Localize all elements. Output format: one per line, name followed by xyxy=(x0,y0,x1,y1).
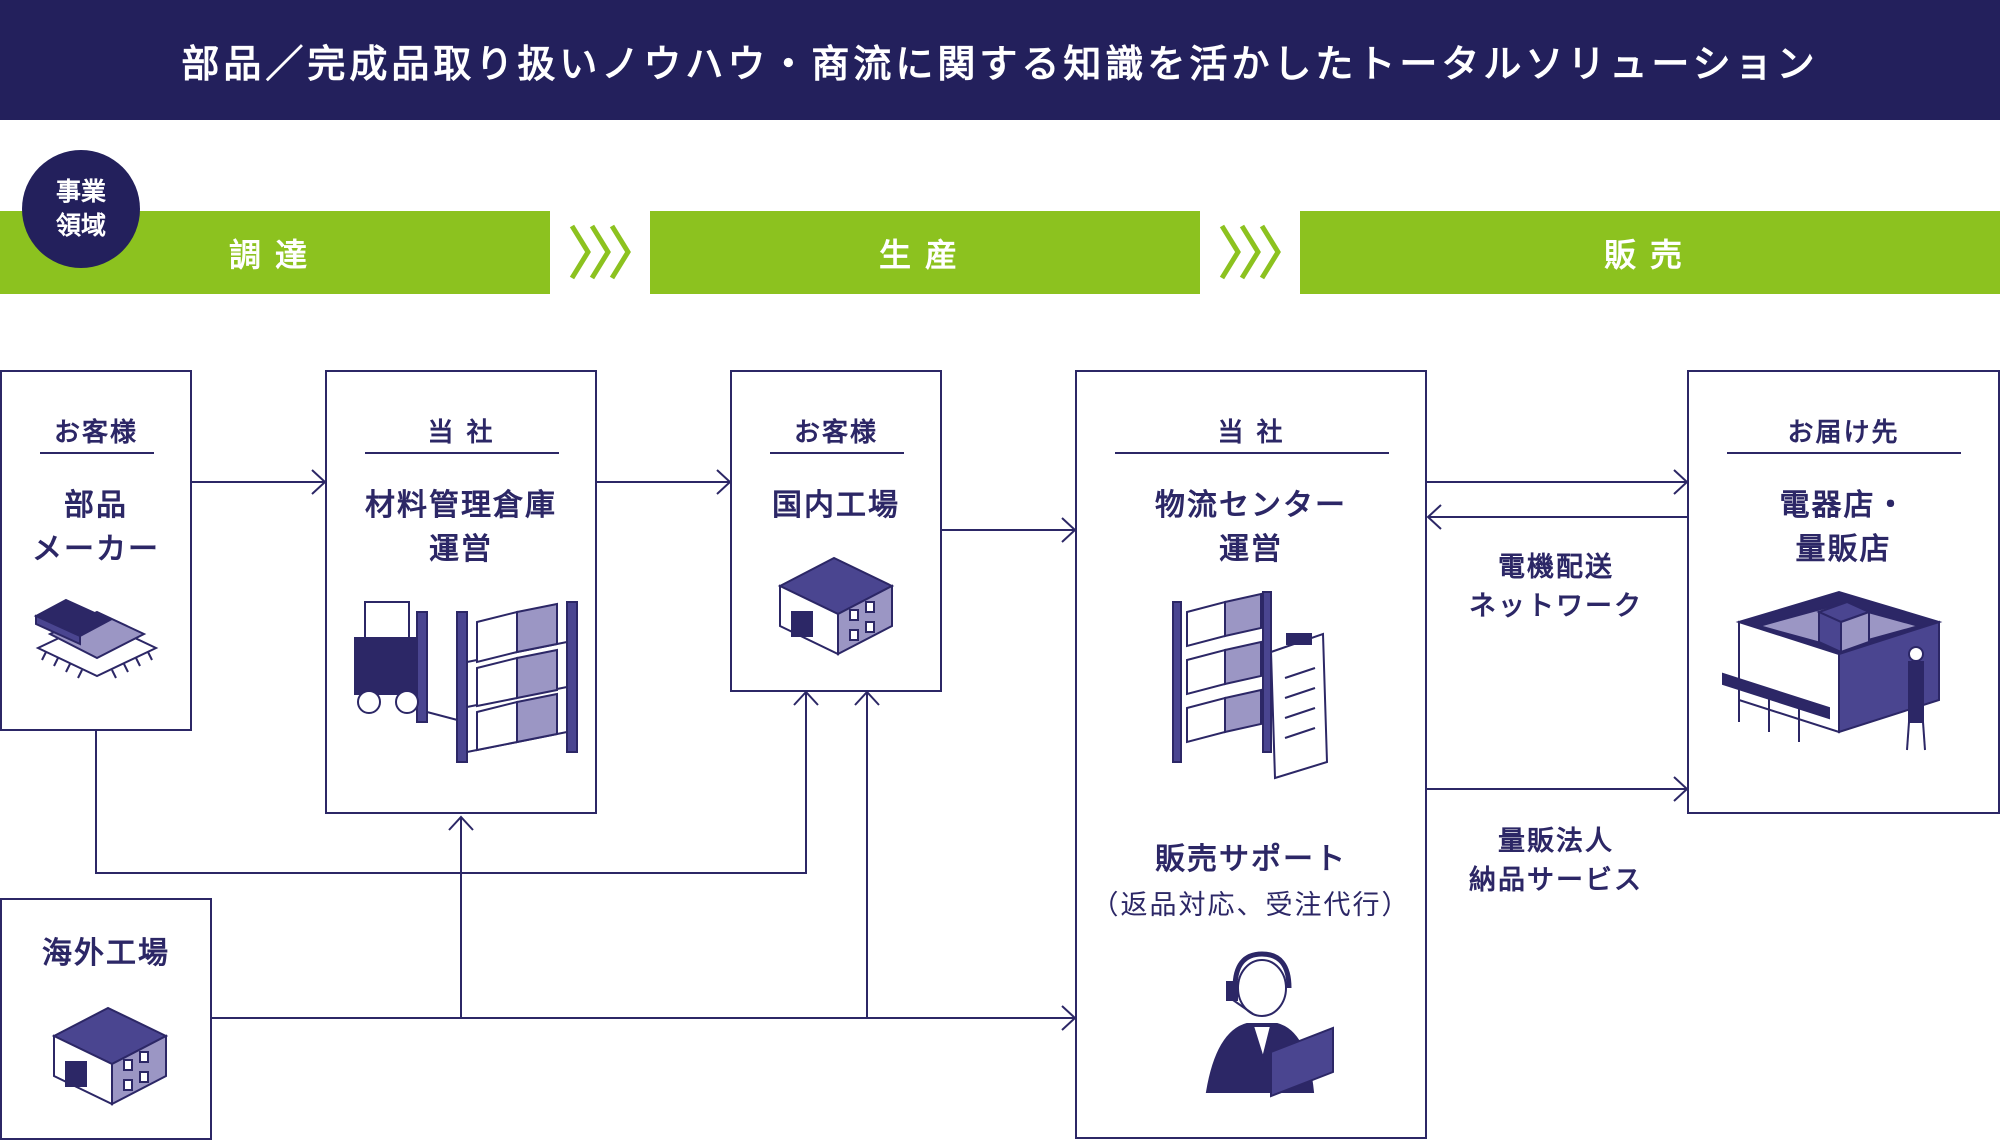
node-logistics-center: 当 社 物流センター 運営 販売サポート （返品対応、受注代行） xyxy=(1075,370,1427,1139)
chevron-right-icon xyxy=(1219,224,1281,280)
node-title: 販売サポート xyxy=(1155,842,1347,877)
divider xyxy=(1727,452,1961,454)
warehouse-shelf-clipboard-icon xyxy=(1172,591,1329,780)
chevron-right-icon xyxy=(569,224,631,280)
node-title: 部品 メーカー xyxy=(32,488,160,567)
factory-icon xyxy=(777,556,895,656)
node-destination-stores: お届け先 電器店・ 量販店 xyxy=(1687,370,2000,814)
factory-icon xyxy=(51,1006,169,1106)
badge-tail xyxy=(108,246,124,260)
divider xyxy=(770,452,904,454)
node-material-warehouse: 当 社 材料管理倉庫 運営 xyxy=(325,370,597,814)
node-title: 物流センター 運営 xyxy=(1155,488,1347,567)
node-owner-label: 当 社 xyxy=(427,418,495,448)
headset-operator-icon xyxy=(1205,951,1334,1098)
divider xyxy=(40,452,154,454)
node-domestic-factory: お客様 国内工場 xyxy=(730,370,942,692)
node-title: 国内工場 xyxy=(772,488,900,523)
chip-icon xyxy=(33,598,159,679)
badge-line: 事業 xyxy=(55,177,106,206)
node-owner-label: お届け先 xyxy=(1787,418,1900,448)
node-owner-label: お客様 xyxy=(793,418,878,448)
phase-sales: 販売 xyxy=(1300,211,2000,294)
node-owner-label: お客様 xyxy=(53,418,138,448)
badge-line: 領域 xyxy=(55,211,106,240)
divider xyxy=(1115,452,1389,454)
phase-label: 調達 xyxy=(228,235,321,274)
phase-label: 生産 xyxy=(878,235,971,274)
node-owner-label: 当 社 xyxy=(1217,418,1285,448)
phase-production: 生産 xyxy=(650,211,1200,294)
phase-label: 販売 xyxy=(1603,235,1696,274)
divider xyxy=(365,452,559,454)
page-title: 部品／完成品取り扱いノウハウ・商流に関する知識を活かしたトータルソリューション xyxy=(0,0,2000,120)
node-title: 電器店・ 量販店 xyxy=(1779,488,1908,567)
node-parts-maker: お客様 部品 メーカー xyxy=(0,370,192,731)
node-title: 材料管理倉庫 運営 xyxy=(365,488,557,567)
forklift-shelf-icon xyxy=(354,601,578,763)
edge-label-delivery-network: 電機配送 ネットワーク xyxy=(1469,552,1643,622)
node-subtitle: （返品対応、受注代行） xyxy=(1091,890,1411,921)
node-overseas-factory: 海外工場 xyxy=(0,898,212,1140)
store-icon xyxy=(1722,590,1943,751)
node-title: 海外工場 xyxy=(42,936,170,971)
edge-label-mass-retail-delivery: 量販法人 納品サービス xyxy=(1469,826,1643,896)
